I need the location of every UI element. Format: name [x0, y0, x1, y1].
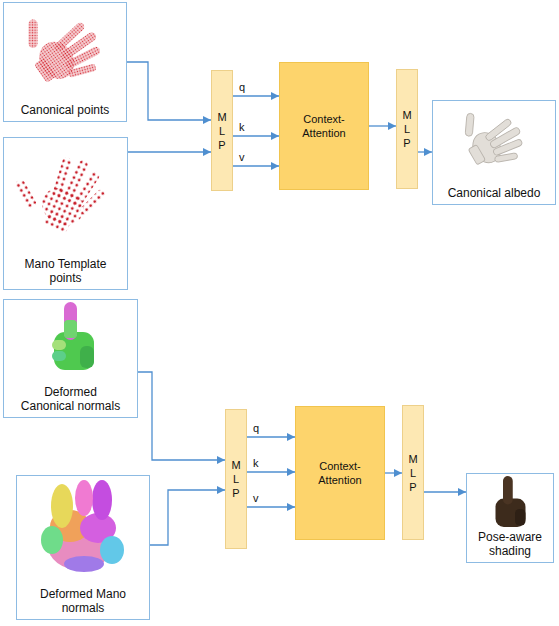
node-label: M L P	[217, 110, 227, 152]
arrow-connector	[247, 436, 295, 437]
edge-label: q	[238, 81, 246, 93]
arrow-connector	[247, 471, 295, 472]
edge-label: v	[238, 151, 246, 163]
node-label: Mano Template points	[18, 257, 113, 285]
arrow-connector	[247, 506, 295, 507]
point-cloud-hand	[11, 0, 113, 98]
node-label: Context-Attention	[309, 459, 371, 487]
arrow-connector	[385, 472, 402, 473]
node-label: Deformed Canonical normals	[19, 385, 123, 413]
edge-label: k	[238, 121, 246, 133]
edge-label: q	[252, 422, 260, 434]
mlp-box: M L P	[211, 70, 233, 191]
image-panel: Pose-aware shading	[466, 473, 554, 563]
image-panel: Mano Template points	[3, 137, 128, 290]
arrow-connector	[150, 490, 225, 545]
attention-box: Context-Attention	[279, 62, 369, 190]
arrow-connector	[128, 151, 211, 152]
node-label: Canonical albedo	[448, 186, 541, 200]
node-label: Deformed Mano normals	[38, 587, 128, 615]
arrow-connector	[369, 125, 396, 126]
image-panel: Canonical points	[3, 2, 127, 122]
arrow-connector	[233, 95, 279, 96]
mlp-box: M L P	[402, 405, 424, 540]
mlp-box: M L P	[225, 409, 247, 549]
attention-box: Context-Attention	[295, 406, 385, 540]
node-label: Canonical points	[21, 103, 110, 117]
edge-label: k	[252, 457, 260, 469]
arrow-connector	[424, 491, 466, 492]
image-panel: Deformed Mano normals	[16, 475, 150, 620]
template-points-hand	[4, 137, 115, 241]
arrow-connector	[127, 62, 211, 120]
node-label: M L P	[231, 458, 241, 500]
normals-hand	[52, 302, 94, 370]
node-label: Pose-aware shading	[470, 530, 550, 558]
albedo-hand	[452, 95, 531, 178]
mlp-box: M L P	[396, 69, 418, 189]
image-panel: Canonical albedo	[432, 100, 556, 205]
arrow-connector	[233, 135, 279, 136]
edge-label: v	[252, 492, 260, 504]
arrow-connector	[233, 165, 279, 166]
arrow-connector	[138, 372, 225, 460]
node-label: Context-Attention	[293, 112, 355, 140]
shading-hand	[496, 476, 526, 527]
arrow-connector	[418, 151, 432, 152]
node-label: M L P	[402, 108, 412, 150]
mano-normals-hand	[41, 480, 124, 572]
image-panel: Deformed Canonical normals	[3, 299, 138, 418]
node-label: M L P	[408, 452, 418, 494]
